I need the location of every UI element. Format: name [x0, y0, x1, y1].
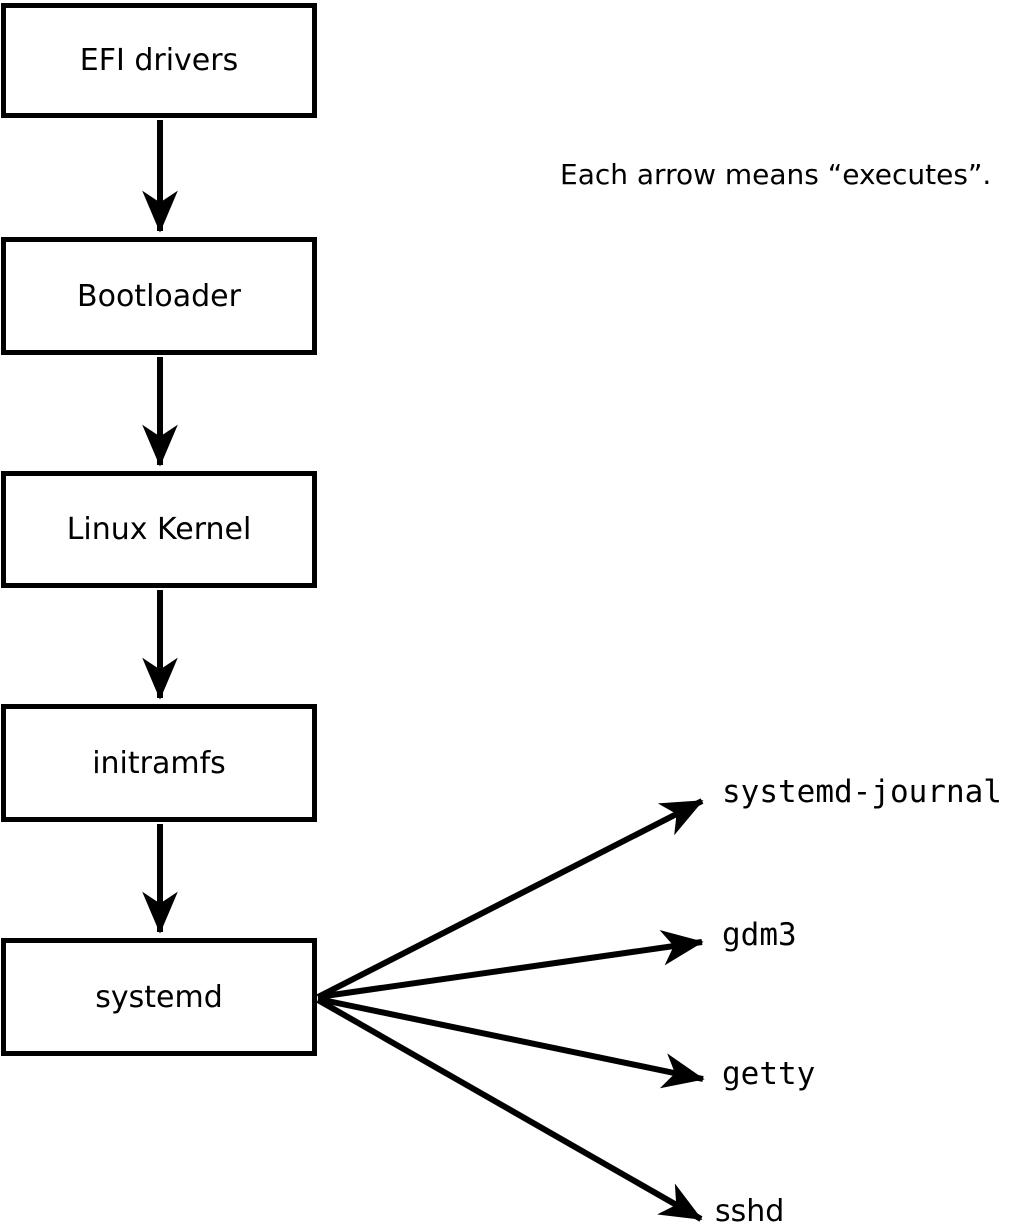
box-initramfs-label: initramfs	[92, 745, 226, 781]
target-label-sshd: sshd	[715, 1194, 785, 1229]
box-linux-kernel: Linux Kernel	[1, 471, 317, 588]
arrow-systemd-to-sshd	[316, 997, 703, 1222]
arrow-legend-note: Each arrow means “executes”.	[560, 158, 992, 191]
box-linux-kernel-label: Linux Kernel	[66, 512, 252, 547]
arrow-systemd-to-journal	[316, 798, 704, 1000]
target-label-gdm3: gdm3	[722, 917, 797, 953]
arrow-systemd-to-getty	[317, 996, 705, 1089]
box-bootloader: Bootloader	[1, 237, 317, 355]
arrow-systemd-to-gdm3	[317, 930, 704, 1000]
box-efi-drivers: EFI drivers	[1, 3, 317, 118]
box-bootloader-label: Bootloader	[77, 278, 241, 314]
box-initramfs: initramfs	[1, 704, 317, 822]
target-label-systemd-journal: systemd-journal	[722, 774, 1002, 810]
box-systemd-label: systemd	[95, 979, 223, 1015]
target-label-getty: getty	[722, 1056, 816, 1092]
box-systemd: systemd	[1, 938, 317, 1056]
box-efi-drivers-label: EFI drivers	[79, 43, 239, 78]
